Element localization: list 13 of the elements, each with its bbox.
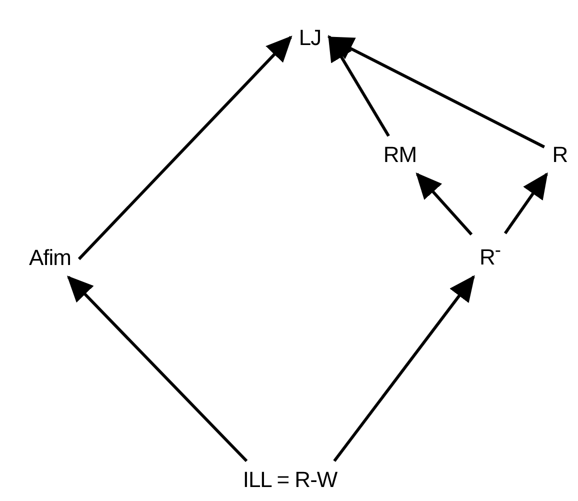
- arrow: [504, 172, 548, 234]
- arrow: [333, 275, 475, 462]
- arrow: [416, 172, 473, 236]
- node-label: RM: [383, 142, 417, 167]
- node-label: ILL = R-W: [242, 467, 338, 492]
- arrow: [327, 36, 545, 148]
- arrow: [67, 276, 248, 462]
- node-label: LJ: [298, 25, 322, 50]
- arrow: [78, 36, 292, 260]
- arrow: [328, 34, 390, 137]
- node-label: R: [552, 142, 568, 167]
- node-label: Afim: [29, 245, 71, 270]
- node-label: R$^{-}$: [480, 244, 500, 270]
